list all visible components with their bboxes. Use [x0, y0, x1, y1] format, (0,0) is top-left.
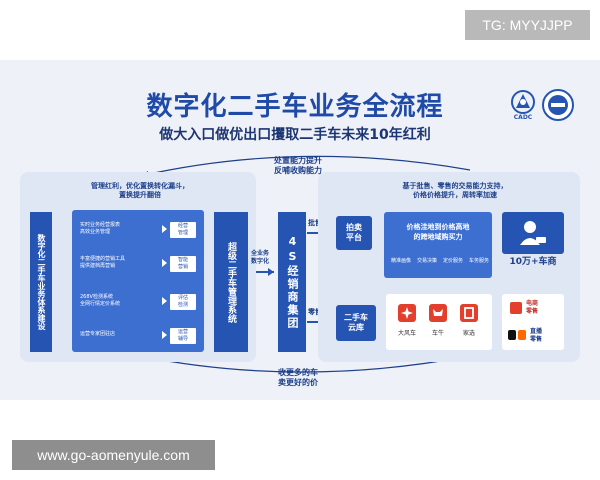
top-arc-label-line1: 处置能力提升 — [274, 156, 322, 165]
apps-panel — [386, 294, 492, 350]
left-heading-line2: 置换提升翻倍 — [119, 191, 161, 199]
feature-row-line2: 全网行情定价系统 — [80, 301, 121, 307]
ecom-label-line2: 零售 — [526, 308, 539, 315]
digital-label-line2: 数字化 — [250, 258, 269, 265]
price-line1: 价格洼地到价格高地 — [406, 223, 470, 231]
feature-row-tag-line2: 检测 — [177, 302, 188, 308]
ecommerce-icon — [510, 302, 522, 314]
live-label-line2: 零售 — [530, 336, 543, 343]
top-feedback-arc — [139, 155, 471, 177]
dealers-count-label: 10万+车商 — [509, 257, 557, 267]
url-watermark: www.go-aomenyule.com — [12, 440, 215, 470]
digital-label-line1: 全业务 — [250, 250, 269, 257]
user-car-icon — [520, 221, 546, 245]
bottom-arc-label-line2: 卖更好的价 — [278, 378, 318, 387]
feature-row-tag: 经营 管理 — [170, 222, 196, 238]
digital-label: 全业务 数字化 — [244, 250, 276, 266]
diagram-title: 数字化二手车业务全流程 — [146, 92, 444, 122]
live-label-line1: 直播 — [530, 328, 543, 335]
service-tag: 交易决策 — [416, 258, 437, 264]
feature-row-tag-line1: 智能 — [177, 257, 188, 263]
feature-row-tag-line2: 辅导 — [177, 336, 188, 342]
feature-row: 实时业务经营报表 高效业务管理 经营 管理 — [76, 216, 200, 244]
top-arc-label: 处置能力提升 反哺收购能力 — [248, 156, 348, 176]
dealer-column: 4S经销商集团 — [278, 212, 306, 352]
top-arc-label-line2: 反哺收购能力 — [274, 166, 322, 175]
feature-row: 268V检测系统 全网行情定价系统 评估 检测 — [76, 288, 200, 316]
used-car-cloud-box: 二手车 云库 — [336, 305, 376, 341]
dafengche-app-icon — [398, 304, 416, 322]
left-panel-heading: 管理红利，优化置换转化漏斗， 置换提升翻倍 — [60, 182, 220, 200]
feature-row-arrow-icon — [162, 225, 167, 233]
system-to-dealer-arrowhead — [268, 268, 274, 276]
cloud-box-line1: 二手车 — [344, 313, 368, 322]
cadc-logo-caption: CADC — [513, 114, 533, 121]
bottom-feedback-arc — [139, 355, 471, 373]
feature-row-tag: 评估 检测 — [170, 294, 196, 310]
right-heading-line1: 基于批售、零售的交易能力支持， — [402, 182, 508, 190]
dealers-box — [502, 212, 564, 254]
feature-row-arrow-icon — [162, 331, 167, 339]
left-vertical-label: 数字化二手车业务体系建设 — [30, 212, 52, 352]
ecommerce-retail-label: 电商 零售 — [526, 300, 556, 316]
jiaxuan-app-icon — [460, 304, 478, 322]
feature-row-text: 运营专家团驻店 — [80, 331, 162, 338]
feature-row-tag-line1: 运营 — [177, 329, 188, 335]
price-advantage-box: 价格洼地到价格高地 的跨地域购买力 — [384, 212, 492, 278]
tg-watermark: TG: MYYJJPP — [465, 10, 590, 40]
service-tag: 定价服务 — [442, 258, 463, 264]
feature-row-line1: 丰富便捷的营销工具 — [80, 256, 126, 262]
feature-row-tag-line2: 营销 — [177, 264, 188, 270]
feature-row-line1: 268V检测系统 — [80, 294, 113, 300]
feature-row-line1: 运营专家团驻店 — [80, 331, 116, 337]
ecom-label-line1: 电商 — [526, 300, 539, 307]
cheniu-app-icon — [429, 304, 447, 322]
feature-row-tag-line1: 评估 — [177, 295, 188, 301]
feature-row-tag-line2: 管理 — [177, 230, 188, 236]
feature-row-line2: 高效业务管理 — [80, 229, 111, 235]
service-tag: 车务服务 — [468, 258, 489, 264]
auction-platform-box: 拍卖 平台 — [336, 216, 372, 250]
feature-row-tag-line1: 经营 — [177, 223, 188, 229]
live-retail-label: 直播 零售 — [530, 328, 560, 344]
feature-row-arrow-icon — [162, 259, 167, 267]
feature-row: 丰富便捷的营销工具 提供建档再营销 智能 营销 — [76, 250, 200, 278]
feature-row-arrow-icon — [162, 297, 167, 305]
diagram-subtitle: 做大入口做优出口攫取二手车未来10年红利 — [159, 127, 431, 143]
auction-box-line1: 拍卖 — [346, 223, 362, 232]
feature-row-text: 丰富便捷的营销工具 提供建档再营销 — [80, 256, 162, 270]
cadc-logo: CADC — [508, 88, 538, 122]
system-column: 超级二手车管理系统 — [214, 212, 248, 352]
app-label: 车牛 — [431, 330, 444, 337]
feature-row-text: 实时业务经营报表 高效业务管理 — [80, 222, 162, 236]
feature-row-line1: 实时业务经营报表 — [80, 222, 121, 228]
feature-row: 运营专家团驻店 运营 辅导 — [76, 322, 200, 350]
bottom-arc-label: 收更多的车 卖更好的价 — [248, 368, 348, 388]
right-heading-line2: 价格价格提升，周转率加速 — [413, 191, 497, 199]
feature-row-tag: 智能 营销 — [170, 256, 196, 272]
left-heading-line1: 管理红利，优化置换转化漏斗， — [91, 182, 189, 190]
right-panel-heading: 基于批售、零售的交易能力支持， 价格价格提升，周转率加速 — [370, 182, 540, 200]
app-label: 家选 — [462, 330, 475, 337]
feature-row-line2: 提供建档再营销 — [80, 263, 116, 269]
auction-box-line2: 平台 — [346, 233, 362, 242]
retail-label: 零售 — [308, 308, 322, 316]
app-label: 大风车 — [397, 330, 416, 337]
price-line2: 的跨地域购买力 — [413, 233, 463, 241]
bottom-arc-label-line1: 收更多的车 — [278, 368, 318, 377]
association-logo — [542, 89, 574, 121]
feature-row-text: 268V检测系统 全网行情定价系统 — [80, 294, 162, 308]
feature-row-tag: 运营 辅导 — [170, 328, 196, 344]
tiktok-icon — [508, 330, 516, 340]
kuaishou-icon — [518, 330, 526, 340]
wholesale-label: 批售 — [308, 219, 322, 227]
service-tag: 精准画像 — [390, 258, 411, 264]
cloud-box-line2: 云库 — [348, 323, 364, 332]
